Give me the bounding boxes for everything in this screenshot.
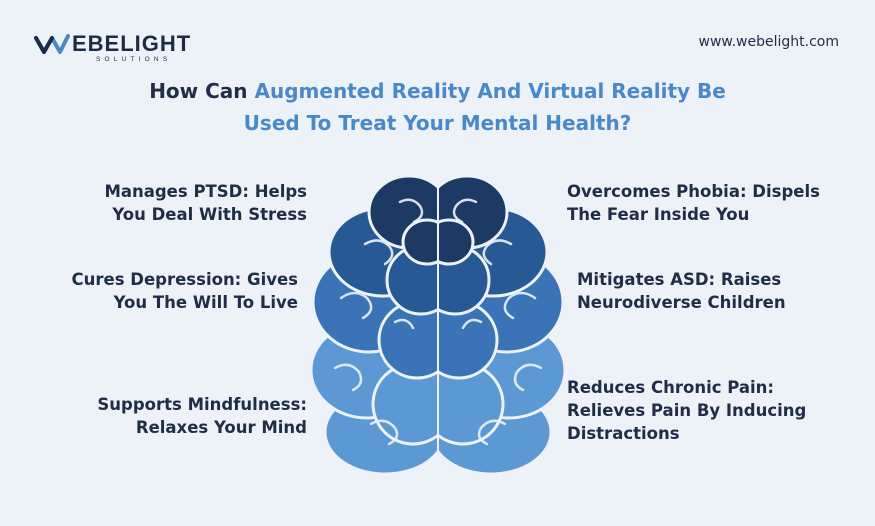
- benefit-line: You The Will To Live: [113, 293, 298, 312]
- logo: EBELIGHT SOLUTIONS: [34, 26, 194, 66]
- benefit-chronic-pain: Reduces Chronic Pain: Relieves Pain By I…: [567, 376, 806, 445]
- title-prefix: How Can: [149, 79, 248, 103]
- page-title: How Can Augmented Reality And Virtual Re…: [0, 75, 875, 139]
- w-wave-icon: [34, 34, 70, 54]
- benefit-line: Relieves Pain By Inducing: [567, 401, 807, 420]
- benefit-mindfulness: Supports Mindfulness: Relaxes Your Mind: [97, 393, 307, 439]
- benefit-line: Neurodiverse Children: [577, 293, 786, 312]
- benefit-line: Reduces Chronic Pain:: [567, 378, 775, 397]
- benefit-line: Relaxes Your Mind: [135, 418, 307, 437]
- benefit-line: Mitigates ASD: Raises: [577, 270, 782, 289]
- benefit-depression: Cures Depression: Gives You The Will To …: [72, 268, 298, 314]
- website-url: www.webelight.com: [698, 34, 839, 50]
- benefit-line: Overcomes Phobia: Dispels: [567, 182, 820, 201]
- benefit-line: Cures Depression: Gives: [71, 270, 298, 289]
- benefit-line: Supports Mindfulness:: [97, 395, 307, 414]
- benefit-line: Distractions: [567, 424, 680, 443]
- benefit-line: The Fear Inside You: [567, 205, 750, 224]
- benefit-line: Manages PTSD: Helps: [104, 182, 307, 201]
- benefit-asd: Mitigates ASD: Raises Neurodiverse Child…: [577, 268, 786, 314]
- brain-icon: [309, 174, 567, 476]
- logo-subtitle: SOLUTIONS: [96, 56, 172, 63]
- benefit-line: You Deal With Stress: [112, 205, 307, 224]
- benefit-phobia: Overcomes Phobia: Dispels The Fear Insid…: [567, 180, 820, 226]
- benefit-ptsd: Manages PTSD: Helps You Deal With Stress: [104, 180, 307, 226]
- title-highlight-line2: Used To Treat Your Mental Health?: [243, 111, 632, 135]
- title-highlight-line1: Augmented Reality And Virtual Reality Be: [254, 79, 726, 103]
- logo-name: EBELIGHT: [72, 31, 192, 56]
